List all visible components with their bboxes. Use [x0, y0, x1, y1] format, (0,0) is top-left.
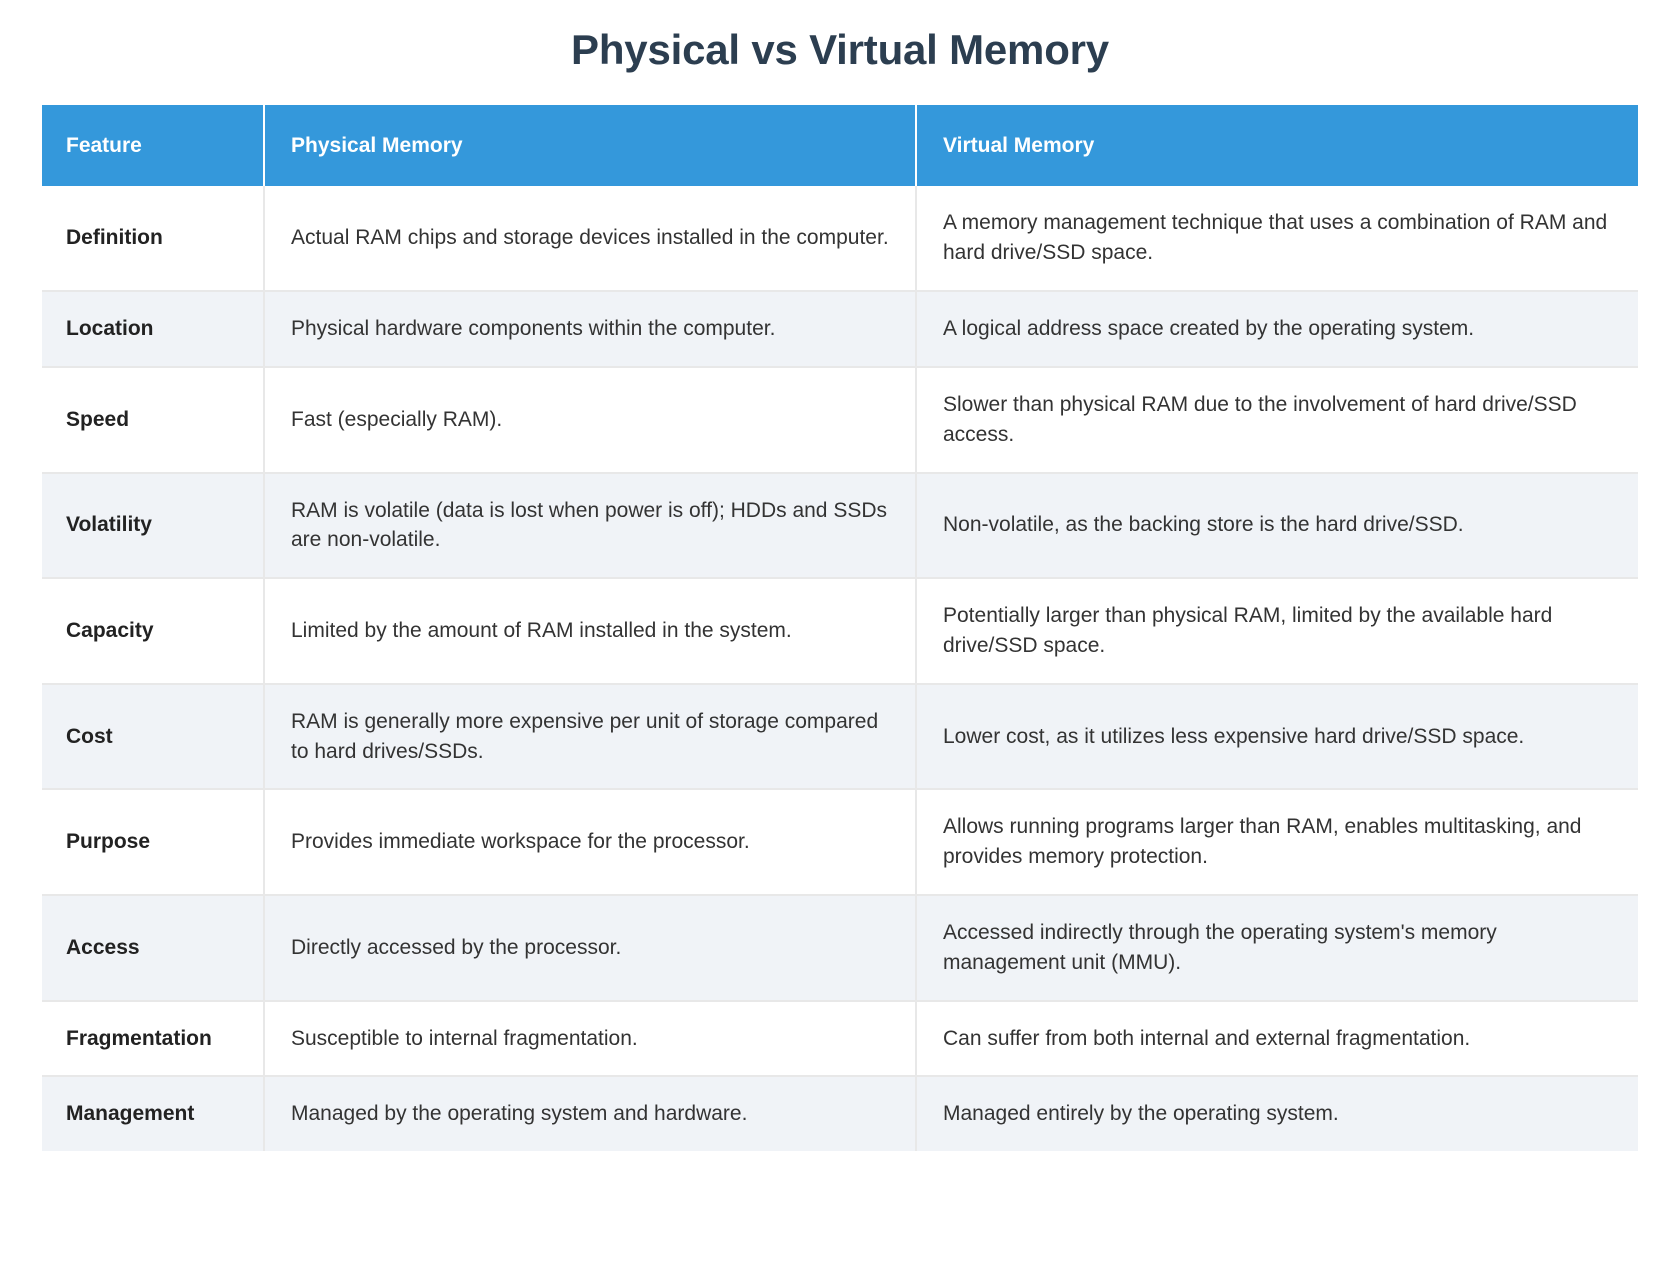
table-cell: A logical address space created by the o…: [916, 291, 1638, 368]
comparison-table: Feature Physical Memory Virtual Memory D…: [42, 105, 1638, 1152]
table-cell: Can suffer from both internal and extern…: [916, 1000, 1638, 1078]
table-cell: Non-volatile, as the backing store is th…: [916, 472, 1638, 580]
row-feature-label: Access: [42, 895, 265, 1002]
table-header: Feature Physical Memory Virtual Memory: [42, 105, 1638, 187]
table-cell: Actual RAM chips and storage devices ins…: [264, 186, 917, 293]
row-feature-label: Cost: [42, 683, 265, 791]
table-cell: RAM is generally more expensive per unit…: [264, 683, 917, 791]
row-feature-label: Capacity: [42, 578, 265, 685]
row-feature-label: Fragmentation: [42, 1000, 265, 1078]
table-cell: Fast (especially RAM).: [264, 366, 917, 474]
table-cell: Potentially larger than physical RAM, li…: [916, 578, 1638, 685]
table-cell: Managed by the operating system and hard…: [264, 1076, 917, 1152]
table-cell: Limited by the amount of RAM installed i…: [264, 578, 917, 685]
page-title: Physical vs Virtual Memory: [571, 26, 1109, 73]
table-cell: Allows running programs larger than RAM,…: [916, 789, 1638, 897]
column-header-physical-memory: Physical Memory: [264, 105, 917, 187]
table-cell: Physical hardware components within the …: [264, 291, 917, 368]
table-cell: Susceptible to internal fragmentation.: [264, 1000, 917, 1078]
table-cell: Managed entirely by the operating system…: [916, 1076, 1638, 1152]
table-cell: Directly accessed by the processor.: [264, 895, 917, 1002]
column-header-virtual-memory: Virtual Memory: [916, 105, 1638, 187]
table-cell: Accessed indirectly through the operatin…: [916, 895, 1638, 1002]
table-cell: RAM is volatile (data is lost when power…: [264, 472, 917, 580]
row-feature-label: Management: [42, 1076, 265, 1152]
table-cell: Provides immediate workspace for the pro…: [264, 789, 917, 897]
table-cell: Slower than physical RAM due to the invo…: [916, 366, 1638, 474]
column-header-feature: Feature: [42, 105, 265, 187]
row-feature-label: Definition: [42, 186, 265, 293]
table-cell: A memory management technique that uses …: [916, 186, 1638, 293]
table-cell: Lower cost, as it utilizes less expensiv…: [916, 683, 1638, 791]
row-feature-label: Purpose: [42, 789, 265, 897]
row-feature-label: Volatility: [42, 472, 265, 580]
table-container: Feature Physical Memory Virtual Memory D…: [42, 105, 1638, 1152]
row-feature-label: Location: [42, 291, 265, 368]
row-feature-label: Speed: [42, 366, 265, 474]
table-header-row: Feature Physical Memory Virtual Memory: [42, 105, 1638, 187]
